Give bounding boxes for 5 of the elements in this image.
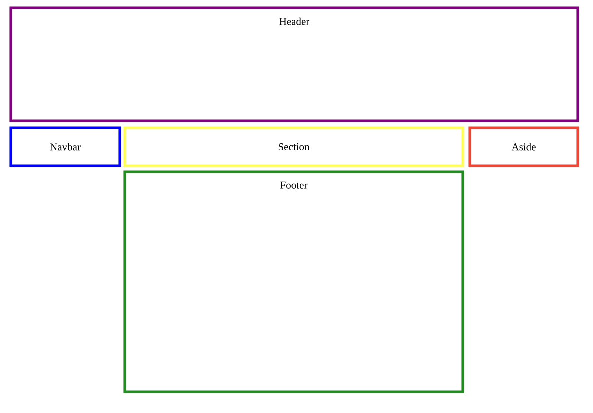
layout-box: Aside [468,126,580,168]
layout-box: Header [10,6,580,122]
layout-box: Footer [124,170,464,394]
layout-box: Section [124,126,464,168]
layout-box: Navbar [10,126,122,168]
